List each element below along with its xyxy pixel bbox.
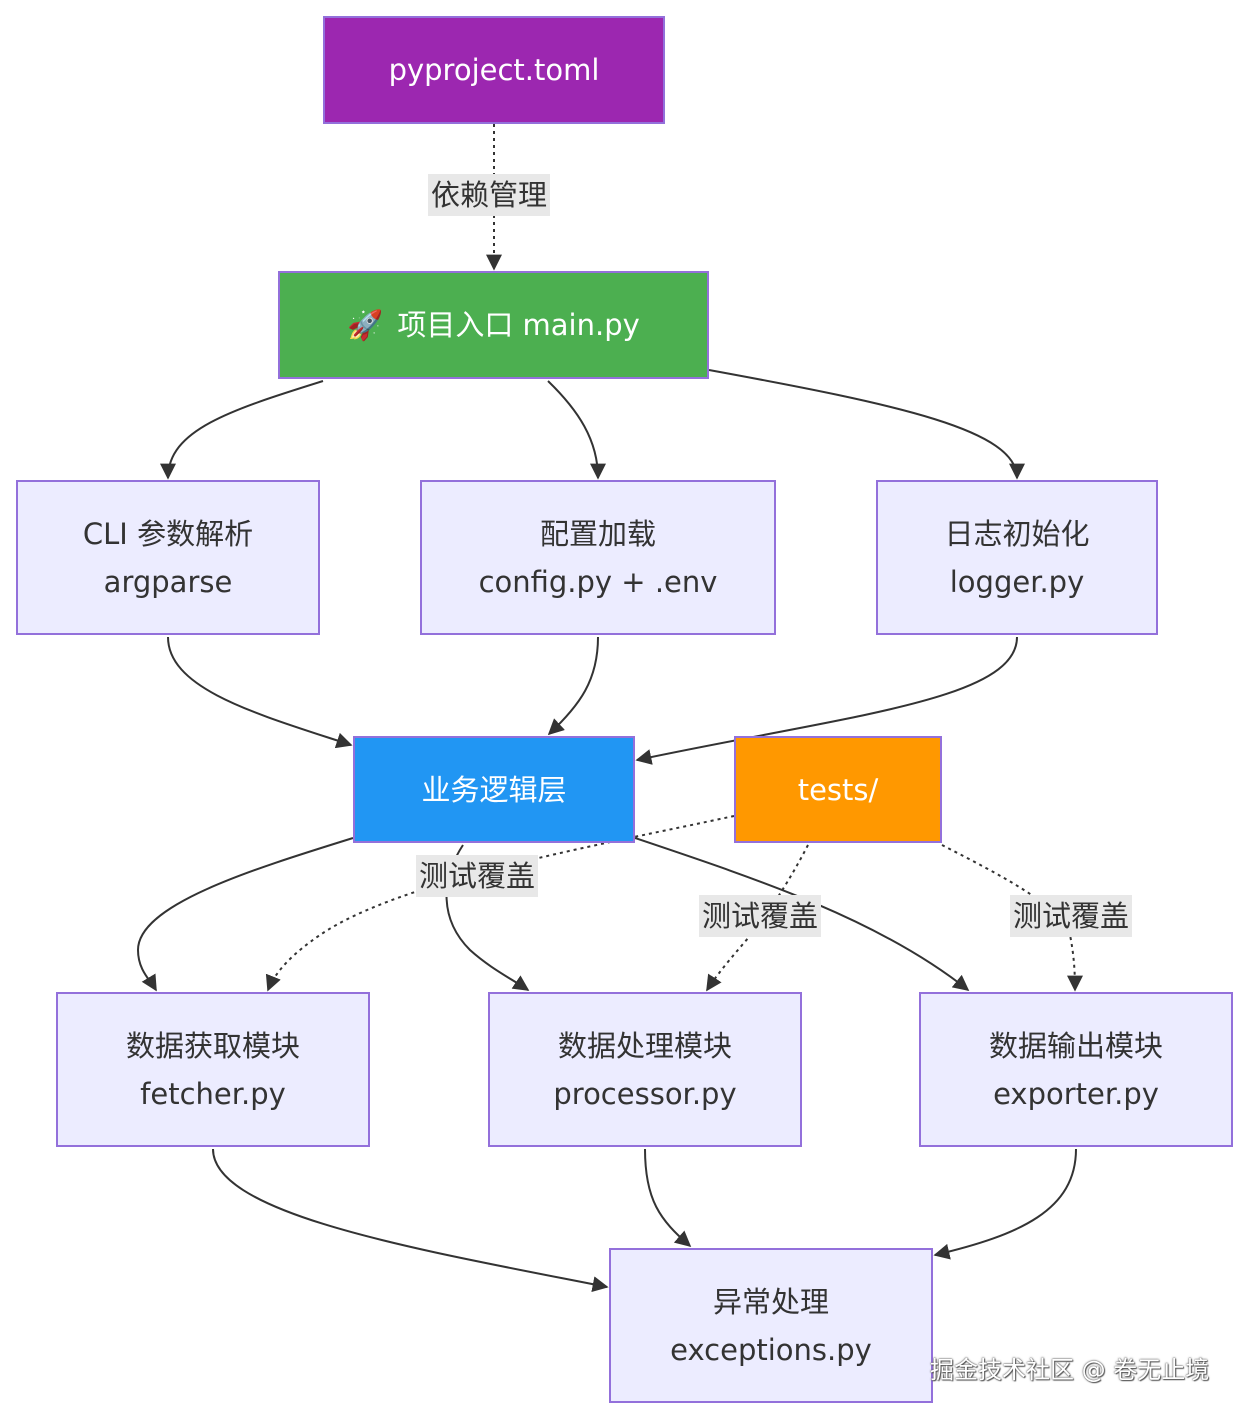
edge-label-coverage-processor: 测试覆盖	[699, 895, 822, 937]
node-logic-label: 业务逻辑层	[421, 772, 567, 807]
node-config[interactable]: 配置加载 config.py + .env	[420, 480, 776, 635]
edge-main-cli	[160, 380, 324, 480]
node-exceptions[interactable]: 异常处理 exceptions.py	[609, 1248, 933, 1403]
node-cli-title: CLI 参数解析	[82, 516, 254, 551]
edge-processor-exceptions	[644, 1148, 692, 1248]
watermark-text: 掘金技术社区 @ 卷无止境	[930, 1356, 1210, 1384]
node-logger[interactable]: 日志初始化 logger.py	[876, 480, 1158, 635]
node-fetcher-title: 数据获取模块	[125, 1028, 300, 1063]
edge-tests-fetcher	[265, 815, 735, 992]
node-pyproject[interactable]: pyproject.toml	[323, 16, 665, 124]
node-processor-title: 数据处理模块	[557, 1028, 732, 1063]
edge-label-coverage-exporter: 测试覆盖	[1010, 895, 1133, 937]
edge-main-logger	[708, 369, 1025, 480]
node-processor-subtitle: processor.py	[553, 1076, 737, 1111]
edge-fetcher-exceptions	[212, 1148, 609, 1293]
node-exporter[interactable]: 数据输出模块 exporter.py	[919, 992, 1233, 1147]
node-tests[interactable]: tests/	[734, 736, 942, 843]
node-tests-label: tests/	[797, 772, 879, 807]
node-main[interactable]: 🚀 项目入口 main.py	[278, 271, 709, 379]
node-cli[interactable]: CLI 参数解析 argparse	[16, 480, 320, 635]
node-logger-subtitle: logger.py	[949, 564, 1085, 599]
edge-config-logic	[547, 636, 599, 736]
node-main-label: 项目入口 main.py	[397, 308, 640, 342]
node-fetcher[interactable]: 数据获取模块 fetcher.py	[56, 992, 370, 1147]
node-exceptions-title: 异常处理	[712, 1284, 829, 1319]
node-fetcher-subtitle: fetcher.py	[140, 1076, 286, 1111]
node-exporter-subtitle: exporter.py	[993, 1076, 1159, 1111]
node-cli-subtitle: argparse	[103, 564, 233, 599]
rocket-icon: 🚀	[347, 308, 384, 342]
node-pyproject-label: pyproject.toml	[388, 53, 600, 87]
edge-main-config	[547, 380, 606, 480]
node-config-subtitle: config.py + .env	[478, 564, 718, 599]
edge-exporter-exceptions	[933, 1148, 1077, 1260]
node-exceptions-subtitle: exceptions.py	[670, 1332, 872, 1367]
edge-label-dependency: 依赖管理	[428, 174, 551, 216]
node-config-title: 配置加载	[539, 516, 656, 551]
edge-logger-logic	[635, 636, 1018, 765]
edge-logic-fetcher	[136, 837, 354, 992]
node-exporter-title: 数据输出模块	[988, 1028, 1163, 1063]
node-processor[interactable]: 数据处理模块 processor.py	[488, 992, 802, 1147]
edge-cli-logic	[167, 636, 353, 749]
edge-label-coverage-fetcher: 测试覆盖	[416, 855, 539, 897]
node-logic[interactable]: 业务逻辑层	[353, 736, 635, 843]
node-logger-title: 日志初始化	[944, 516, 1090, 551]
